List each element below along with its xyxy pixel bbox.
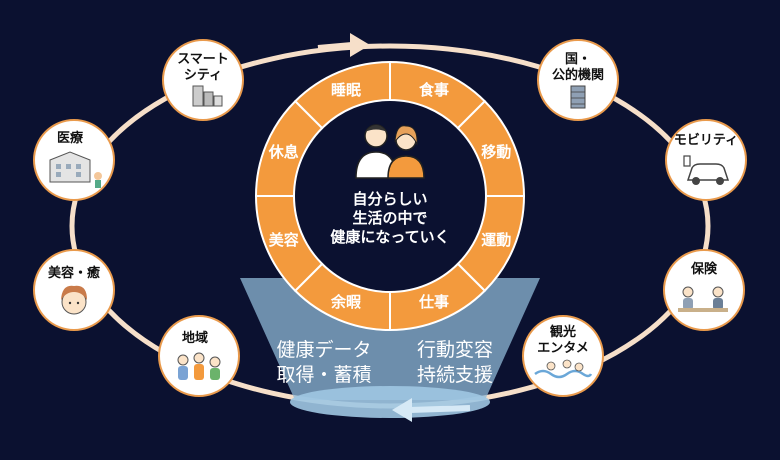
medical-label: 医療 <box>57 130 84 146</box>
center-line-1: 自分らしい <box>352 190 427 208</box>
ring-segment-label: 移動 <box>481 143 511 161</box>
city-buildings-icon <box>192 85 223 107</box>
node-tourism[interactable]: 観光 エンタメ <box>522 315 604 397</box>
node-mobility[interactable]: モビリティ <box>665 119 747 201</box>
funnel-base <box>290 386 490 418</box>
ring-segment-label: 食事 <box>419 81 449 99</box>
community-people-icon <box>177 352 221 380</box>
ring-segment-label: 睡眠 <box>331 81 361 99</box>
tourism-label-2: エンタメ <box>537 341 589 356</box>
insurance-label: 保険 <box>690 261 718 277</box>
center-line-2: 生活の中で <box>352 209 427 227</box>
node-insurance[interactable]: 保険 <box>663 249 745 331</box>
region-label: 地域 <box>182 330 208 346</box>
bottom-left-line-2: 取得・蓄積 <box>276 364 371 386</box>
ring-segment-label: 運動 <box>481 231 511 249</box>
ring-segment-label: 仕事 <box>418 293 449 311</box>
pool-leisure-icon <box>534 359 593 379</box>
node-beauty[interactable]: 美容・癒 <box>33 249 115 331</box>
beauty-label: 美容・癒 <box>48 265 100 281</box>
node-smart-city[interactable]: スマート シティ <box>162 39 244 121</box>
consultation-meeting-icon <box>678 286 728 312</box>
bottom-left-line-1: 健康データ <box>276 339 371 361</box>
government-building-icon <box>570 85 586 109</box>
bottom-flow-arrow <box>392 398 471 422</box>
ring-segment-label: 休息 <box>268 143 299 161</box>
smart-city-label-2: シティ <box>184 68 222 83</box>
government-label-2: 公的機関 <box>552 67 604 83</box>
data-funnel <box>240 278 540 400</box>
ring-segment-label: 美容 <box>269 231 299 249</box>
woman-face-icon <box>61 285 87 315</box>
smart-city-label-1: スマート <box>177 52 229 67</box>
mobility-label: モビリティ <box>674 132 738 148</box>
node-medical[interactable]: 医療 <box>33 119 115 201</box>
top-flow-arrow <box>317 33 370 57</box>
bottom-right-line-1: 行動変容 <box>417 339 493 361</box>
tourism-label-1: 観光 <box>549 324 576 340</box>
couple-icon <box>355 124 425 179</box>
ring-segment <box>254 99 324 197</box>
node-region[interactable]: 地域 <box>158 315 240 397</box>
government-label-1: 国・ <box>565 52 591 67</box>
ring-segment-label: 余暇 <box>330 293 361 311</box>
ring-center-disk <box>294 100 486 292</box>
bottom-right-line-2: 持続支援 <box>417 364 493 386</box>
center-line-3: 健康になっていく <box>330 228 449 246</box>
electric-car-icon <box>683 155 730 185</box>
node-government[interactable]: 国・ 公的機関 <box>537 39 619 121</box>
hospital-icon <box>49 151 102 188</box>
